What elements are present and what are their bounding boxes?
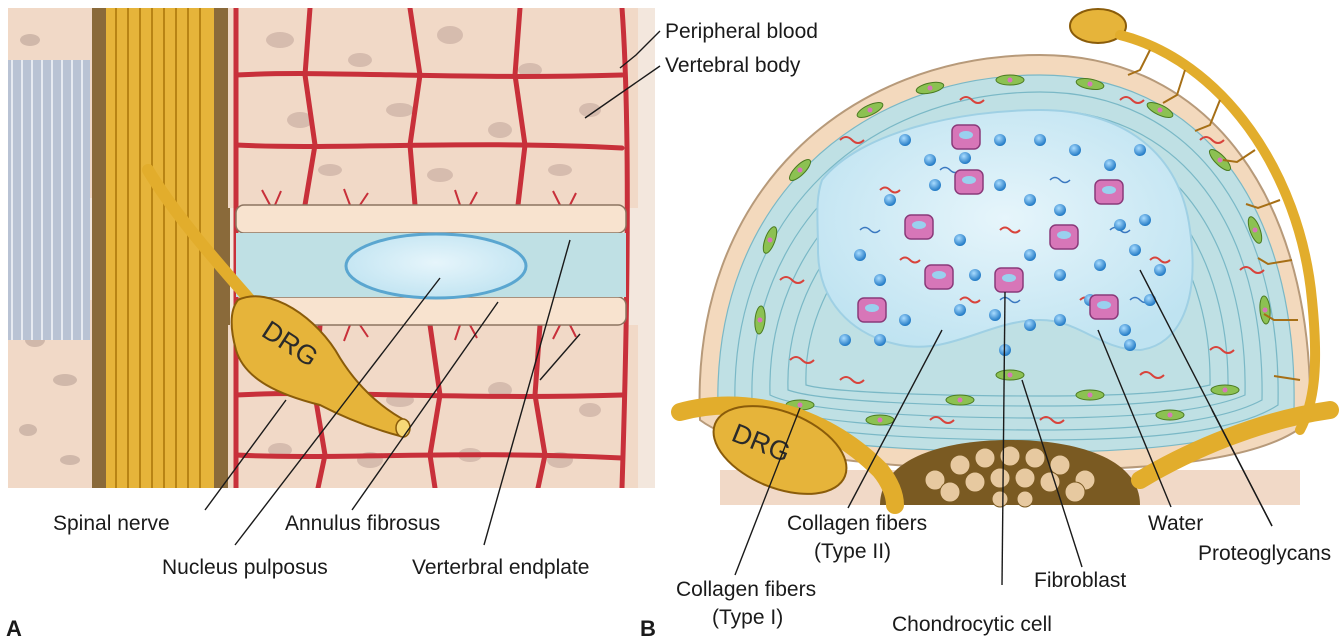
panel-letter-b: B xyxy=(640,616,656,639)
panel-letter-a: A xyxy=(6,616,22,639)
label-spinal-nerve: Spinal nerve xyxy=(53,512,170,535)
panel-b-labels: Collagen fibers (Type II) Collagen fiber… xyxy=(640,512,1331,639)
label-peripheral-blood: Peripheral blood xyxy=(665,20,818,43)
nucleus-pulposus-side xyxy=(346,234,526,298)
label-vertebral-endplate: Verterbral endplate xyxy=(412,556,589,579)
label-proteoglycans: Proteoglycans xyxy=(1198,542,1331,565)
label-nucleus-pulposus: Nucleus pulposus xyxy=(162,556,328,579)
label-vertebral-body: Vertebral body xyxy=(665,54,801,77)
panel-b-illustration: DRG xyxy=(680,9,1330,511)
label-collagen-type1-line1: Collagen fibers xyxy=(676,578,816,601)
label-water: Water xyxy=(1148,512,1203,535)
upper-endplate xyxy=(236,205,626,233)
label-annulus-fibrosus: Annulus fibrosus xyxy=(285,512,440,535)
label-chondrocytic-cell: Chondrocytic cell xyxy=(892,613,1052,636)
panel-a-illustration: DRG xyxy=(8,8,655,488)
label-collagen-type1-line2: (Type I) xyxy=(712,606,783,629)
ligament xyxy=(8,60,90,340)
label-fibroblast: Fibroblast xyxy=(1034,569,1126,592)
label-collagen-type2-line2: (Type II) xyxy=(814,540,891,563)
label-collagen-type2-line1: Collagen fibers xyxy=(787,512,927,535)
